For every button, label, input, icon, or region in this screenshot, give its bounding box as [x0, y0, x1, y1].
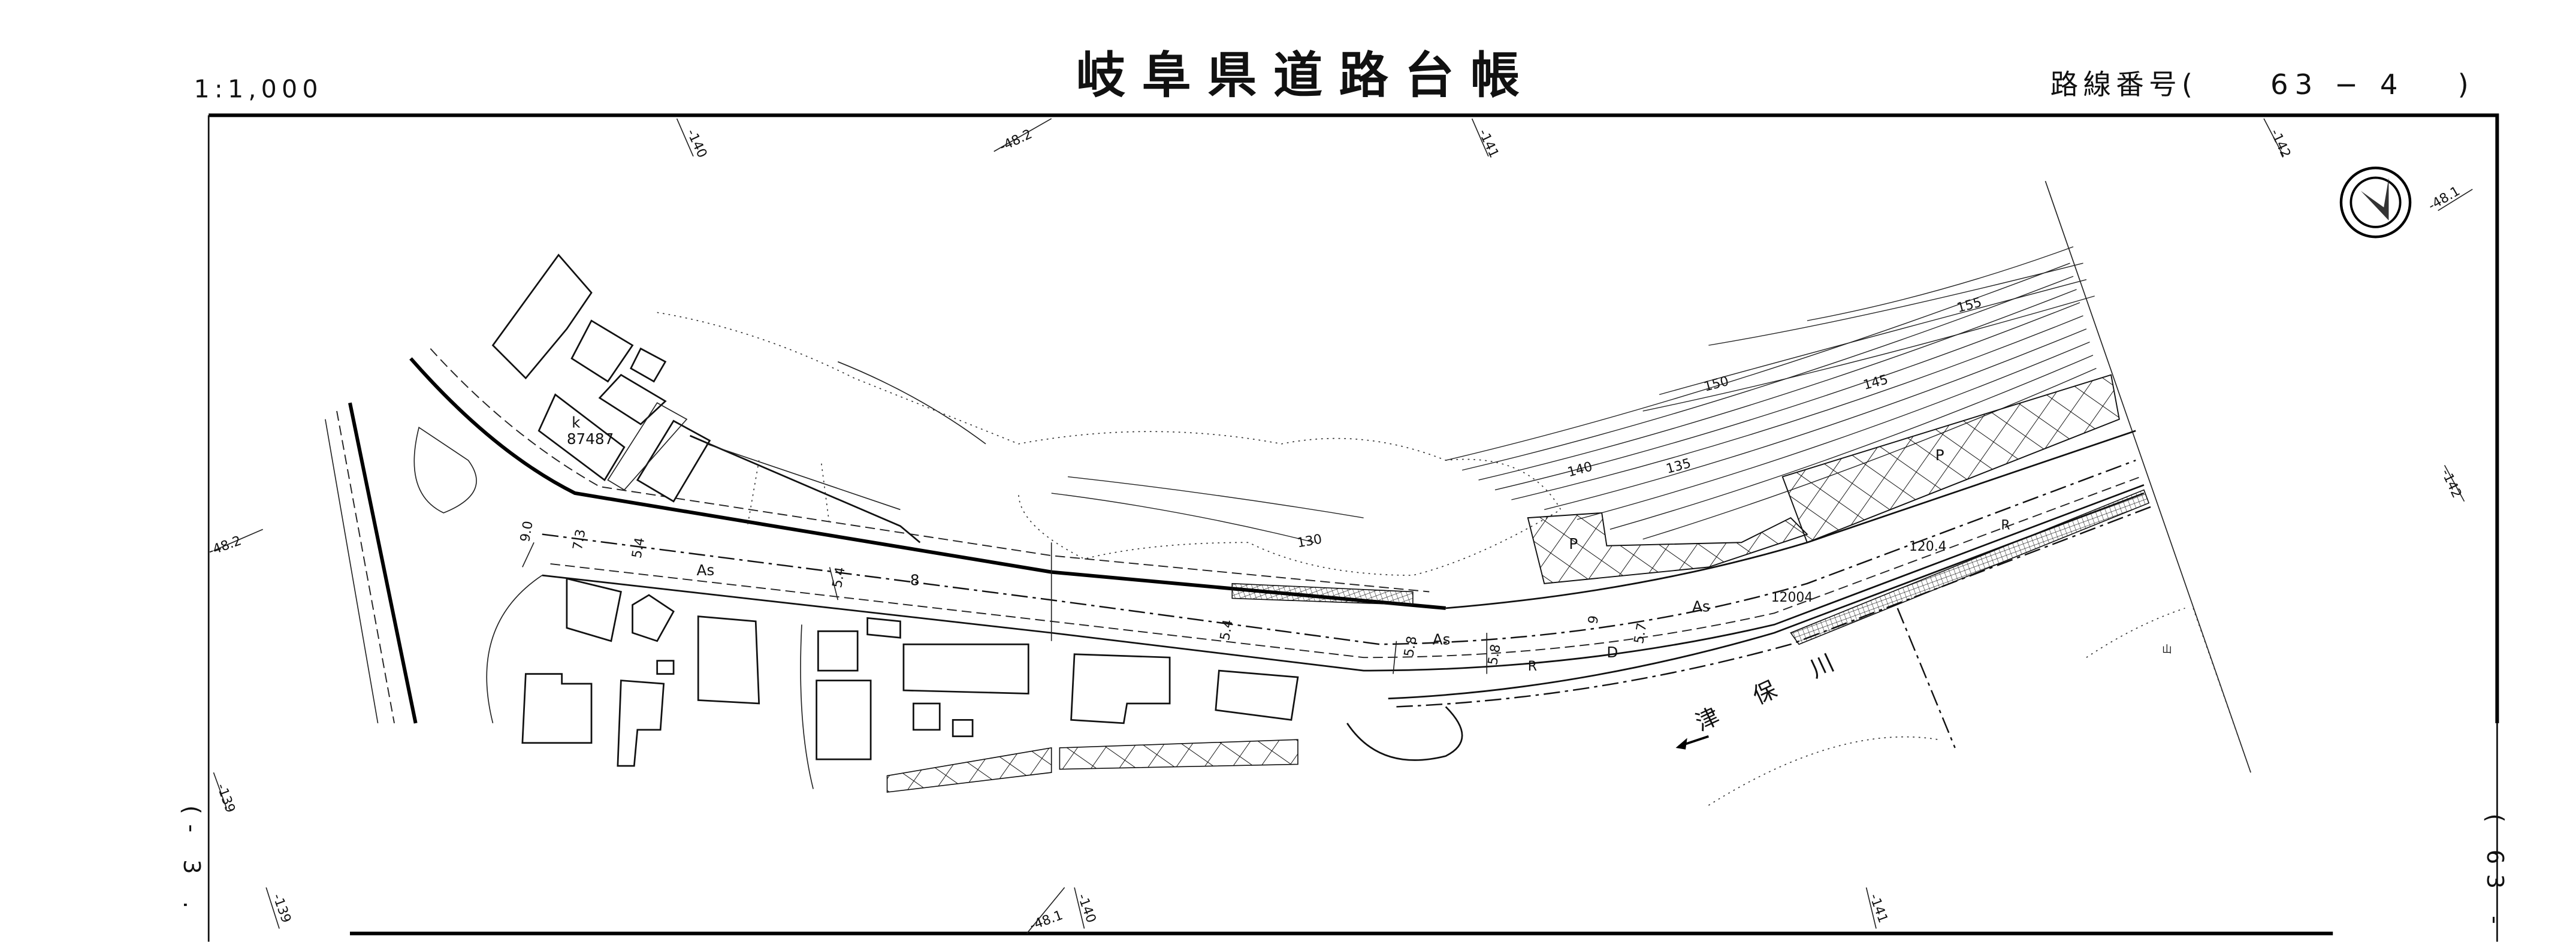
- grid-label: -48.1: [2426, 184, 2463, 214]
- contour-label: 130: [1296, 532, 1324, 551]
- contour-label: 155: [1955, 295, 1983, 316]
- road-width-label: 5.4: [630, 536, 648, 560]
- road-width-label: 9.0: [518, 520, 536, 544]
- retaining-wall: [1527, 512, 1808, 584]
- road-width-label: 5.4: [830, 566, 848, 589]
- road-width-label: 7.3: [570, 528, 589, 551]
- grid-label: -141: [1475, 127, 1502, 161]
- r-label: R: [1528, 659, 1537, 674]
- contour-label: 150: [1702, 374, 1731, 395]
- mountain-symbol: 山: [2162, 644, 2172, 655]
- grid-ticks: [213, 118, 2473, 934]
- grid-label: -48.1: [1028, 908, 1065, 934]
- grid-label: -140: [1074, 892, 1099, 925]
- r-label: R: [2001, 518, 2010, 533]
- pavement-label: As: [1433, 630, 1451, 648]
- route-number-label: 路線番号(: [2050, 68, 2198, 101]
- road-width-label: 5.4: [1218, 618, 1236, 642]
- side-label-left: (- 3 .: [178, 805, 205, 919]
- route-number-value: 63 − 4: [2270, 68, 2404, 101]
- road-width-label: 8: [910, 572, 920, 589]
- road-width-label: 5.8: [1402, 635, 1420, 659]
- buildings-south: [486, 575, 1463, 793]
- tsubo-river: [1675, 608, 2251, 806]
- p-label: P: [1935, 446, 1944, 464]
- road-width-label: 9: [1586, 614, 1602, 625]
- grid-label: -48.2: [206, 533, 243, 559]
- d-label: D: [1606, 644, 1618, 661]
- page-title: 岐阜県道路台帳: [1076, 47, 1536, 104]
- grid-label: -48.2: [997, 127, 1034, 155]
- elevation-label: 120.4: [1909, 539, 1947, 554]
- buildings-north: [491, 253, 921, 544]
- river-name-label: 津 保 川: [1692, 642, 1853, 737]
- elevation-label: 12004: [1771, 590, 1813, 605]
- forest-slope: [657, 312, 1562, 576]
- road-width-label: 5.7: [1632, 622, 1650, 645]
- contour-label: 140: [1566, 459, 1594, 480]
- west-road: [325, 402, 477, 724]
- scale-label: 1:1,000: [194, 74, 323, 103]
- route-number-close: ): [2458, 68, 2469, 101]
- grid-label: -142: [2438, 467, 2465, 500]
- side-label-right: ( 63 -: [2481, 814, 2508, 934]
- grid-label: -139: [269, 892, 294, 925]
- slope-protection: [1781, 374, 2120, 544]
- grid-label: -139: [213, 782, 238, 815]
- grid-label: -142: [2267, 127, 2294, 161]
- parcel-k-label: k: [572, 413, 581, 431]
- road-width-label: 5.8: [1485, 643, 1504, 666]
- prefectural-road-63: [409, 348, 2153, 708]
- pavement-label: As: [696, 561, 714, 579]
- contour-lines: [1445, 180, 2251, 773]
- grid-label: -141: [1866, 892, 1891, 925]
- parcel-number-label: 87487: [567, 430, 614, 448]
- north-arrow-icon: [2339, 166, 2412, 238]
- map-frame-top-right: [209, 113, 2499, 723]
- p-label: P: [1569, 535, 1578, 552]
- pavement-label: As: [1692, 597, 1710, 615]
